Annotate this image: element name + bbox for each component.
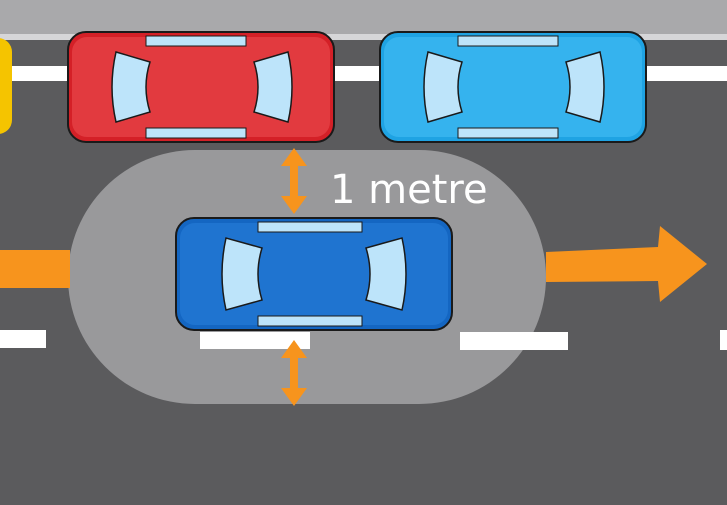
lane-dash — [0, 330, 46, 348]
curb — [0, 0, 727, 36]
red-parked-car — [67, 31, 335, 143]
direction-arrow-head — [546, 226, 707, 302]
lane-dash — [460, 332, 568, 350]
arrow-right-icon — [0, 226, 707, 302]
double-arrow-vertical-icon — [281, 148, 307, 214]
curb-edge — [0, 34, 727, 40]
lane-dash — [720, 330, 727, 350]
center-lane-dashes — [0, 330, 727, 350]
yellow-car — [0, 38, 12, 134]
passing-blue-car — [175, 217, 453, 331]
double-arrow-vertical-icon — [281, 340, 307, 406]
light-blue-parked-car — [379, 31, 647, 143]
direction-arrow-tail — [0, 250, 70, 288]
distance-label: 1 metre — [330, 167, 488, 213]
lane-dash — [200, 332, 310, 349]
